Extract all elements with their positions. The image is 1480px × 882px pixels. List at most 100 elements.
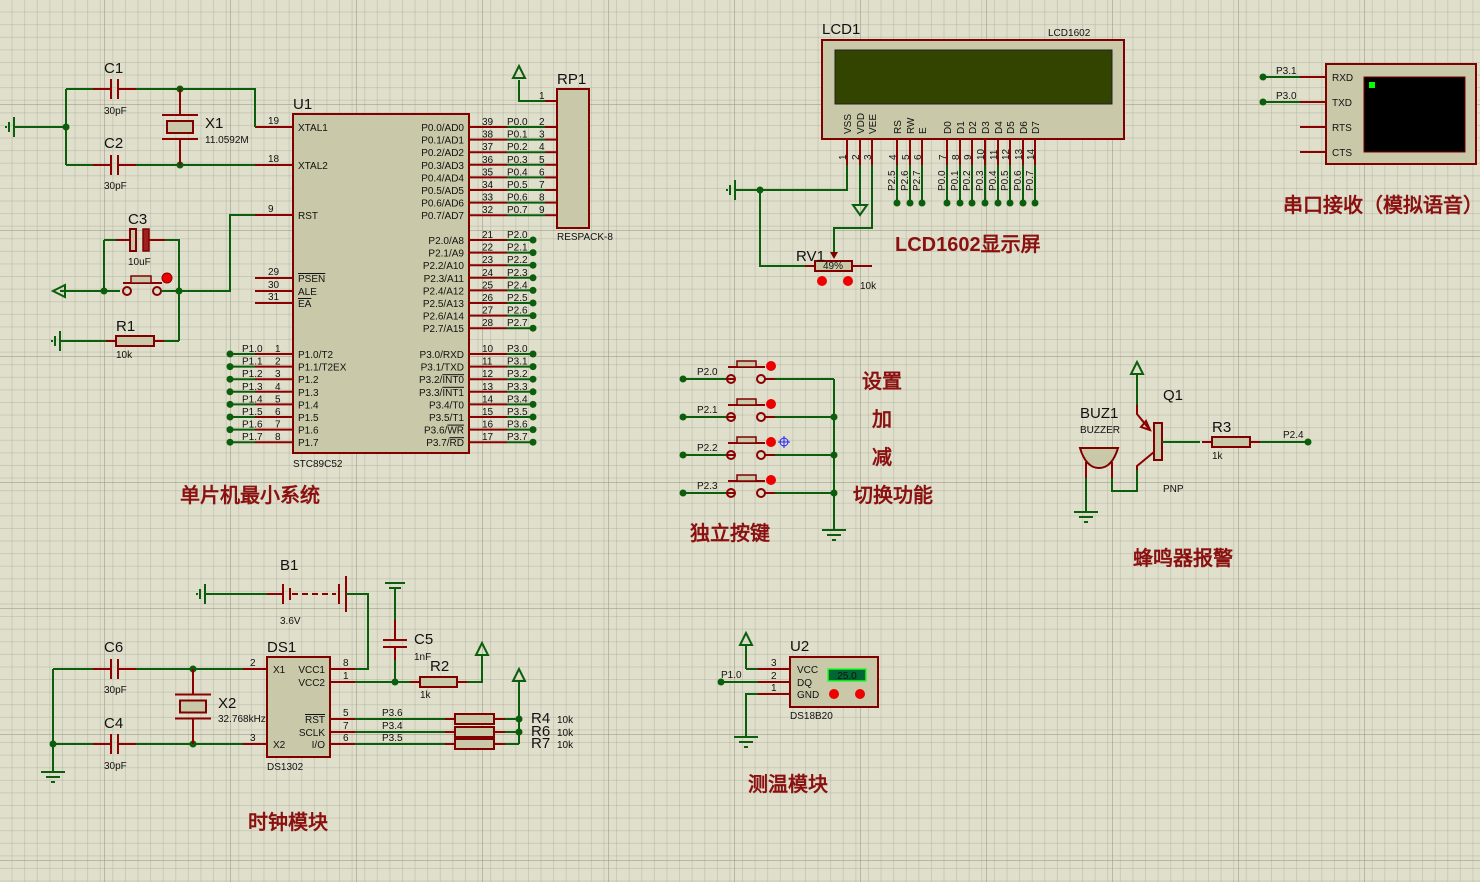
temp-decrease-icon[interactable] bbox=[829, 689, 839, 699]
junction-dot bbox=[679, 413, 687, 421]
pin-name: P1.3 bbox=[298, 388, 319, 399]
wiper-arrow-icon bbox=[830, 252, 838, 259]
pin-name: GND bbox=[797, 690, 819, 701]
pin-number: 3 bbox=[250, 733, 256, 744]
pin-number: 24 bbox=[482, 268, 494, 279]
terminal-cursor bbox=[1369, 82, 1375, 88]
pin-name: D6 bbox=[1019, 121, 1030, 134]
button-toggle-icon[interactable] bbox=[766, 399, 776, 409]
button-toggle-icon[interactable] bbox=[766, 361, 776, 371]
component-ref: RV1 bbox=[796, 248, 825, 265]
junction-dot bbox=[62, 123, 70, 131]
component-value: 11.0592M bbox=[205, 135, 249, 146]
key-contact bbox=[756, 374, 766, 384]
pin-number: 35 bbox=[482, 167, 494, 178]
caption-lcd: LCD1602显示屏 bbox=[895, 234, 1041, 256]
component-ref: R2 bbox=[430, 658, 449, 675]
pin-name: D3 bbox=[981, 121, 992, 134]
net-label: P2.7 bbox=[912, 170, 923, 191]
power-arrow-icon bbox=[511, 666, 527, 682]
pin-name: P3.3/INT1 bbox=[419, 388, 464, 399]
pin-number: 12 bbox=[482, 369, 494, 380]
ground-icon bbox=[51, 340, 53, 342]
push-button-P2.1[interactable] bbox=[736, 398, 757, 406]
component-ref: C3 bbox=[128, 211, 147, 228]
wire bbox=[161, 214, 255, 292]
pin-number: 12 bbox=[1001, 148, 1012, 160]
net-label: P2.2 bbox=[697, 443, 718, 454]
button-toggle-icon[interactable] bbox=[161, 272, 173, 284]
button-toggle-icon[interactable] bbox=[766, 475, 776, 485]
junction-dot bbox=[529, 413, 537, 421]
pin-name: E bbox=[918, 127, 929, 134]
pin-number: 1 bbox=[838, 154, 849, 160]
rtc-ds1302 bbox=[266, 656, 331, 758]
pin-name: TXD bbox=[1332, 98, 1352, 109]
caption-mcu: 单片机最小系统 bbox=[180, 483, 320, 507]
pin-name: P1.7 bbox=[298, 438, 319, 449]
net-label: P2.0 bbox=[507, 230, 528, 241]
pin-number: 16 bbox=[482, 420, 494, 431]
net-label: P1.5 bbox=[242, 407, 263, 418]
net-label: P2.2 bbox=[507, 255, 528, 266]
junction-dot bbox=[226, 375, 234, 383]
component-ref: C2 bbox=[104, 135, 123, 152]
component-part: DS1302 bbox=[267, 762, 304, 773]
component-ref: C5 bbox=[414, 631, 433, 648]
power-arrow-icon bbox=[511, 63, 527, 79]
reset-button[interactable] bbox=[130, 275, 152, 284]
wire bbox=[1111, 470, 1138, 492]
pin-name: P2.5/A13 bbox=[423, 299, 465, 310]
pin-number: 7 bbox=[539, 180, 545, 191]
net-label: P2.4 bbox=[507, 280, 528, 291]
net-label: P3.1 bbox=[507, 357, 528, 368]
power-arrow-icon bbox=[1129, 359, 1145, 375]
key-function-label: 减 bbox=[872, 445, 892, 469]
wire bbox=[330, 593, 369, 670]
component-ref: C6 bbox=[104, 639, 123, 656]
decrease-icon[interactable] bbox=[817, 276, 827, 286]
component-value: 10k bbox=[116, 350, 133, 361]
increase-icon[interactable] bbox=[843, 276, 853, 286]
temperature-display bbox=[827, 668, 867, 682]
pin-number: 14 bbox=[1026, 148, 1037, 160]
net-label: P0.5 bbox=[507, 180, 528, 191]
push-button-P2.0[interactable] bbox=[736, 360, 757, 368]
terminal-screen[interactable] bbox=[1363, 76, 1466, 153]
key-function-label: 切换功能 bbox=[853, 483, 933, 507]
pin-number: 3 bbox=[863, 154, 874, 160]
pin-name: P2.3/A11 bbox=[424, 274, 465, 285]
net-label: P0.7 bbox=[507, 205, 528, 216]
button-toggle-icon[interactable] bbox=[766, 437, 776, 447]
pin-number: 17 bbox=[482, 432, 494, 443]
junction-dot bbox=[529, 426, 537, 434]
pin-name: P0.2/AD2 bbox=[421, 148, 464, 159]
key-contact bbox=[726, 412, 736, 422]
component-part: RESPACK-8 bbox=[557, 232, 613, 243]
wire bbox=[759, 190, 805, 267]
component-ref: C1 bbox=[104, 60, 123, 77]
net-label: P2.1 bbox=[697, 405, 718, 416]
component-ref: DS1 bbox=[267, 639, 296, 656]
capacitor-c3 bbox=[129, 228, 137, 252]
junction-dot bbox=[529, 438, 537, 446]
pin-number: 13 bbox=[1014, 148, 1025, 160]
pin-number: 1 bbox=[275, 344, 281, 355]
component-value: 30pF bbox=[104, 106, 127, 117]
component-ref: R6 bbox=[531, 723, 550, 740]
pin-name: P1.6 bbox=[298, 426, 319, 437]
net-label: P3.7 bbox=[507, 432, 528, 443]
push-button-P2.2[interactable] bbox=[736, 436, 757, 444]
transistor-q1 bbox=[1153, 422, 1163, 461]
push-button-P2.3[interactable] bbox=[736, 474, 757, 482]
temp-increase-icon[interactable] bbox=[855, 689, 865, 699]
net-label: P3.4 bbox=[507, 394, 528, 405]
pin-number: 8 bbox=[343, 658, 349, 669]
junction-dot bbox=[529, 274, 537, 282]
component-value: 10k bbox=[860, 281, 877, 292]
reset-net-arrow-icon bbox=[50, 283, 66, 299]
net-label: P2.5 bbox=[507, 293, 528, 304]
pin-name: ALE bbox=[298, 287, 317, 298]
caption-clock: 时钟模块 bbox=[248, 810, 329, 834]
